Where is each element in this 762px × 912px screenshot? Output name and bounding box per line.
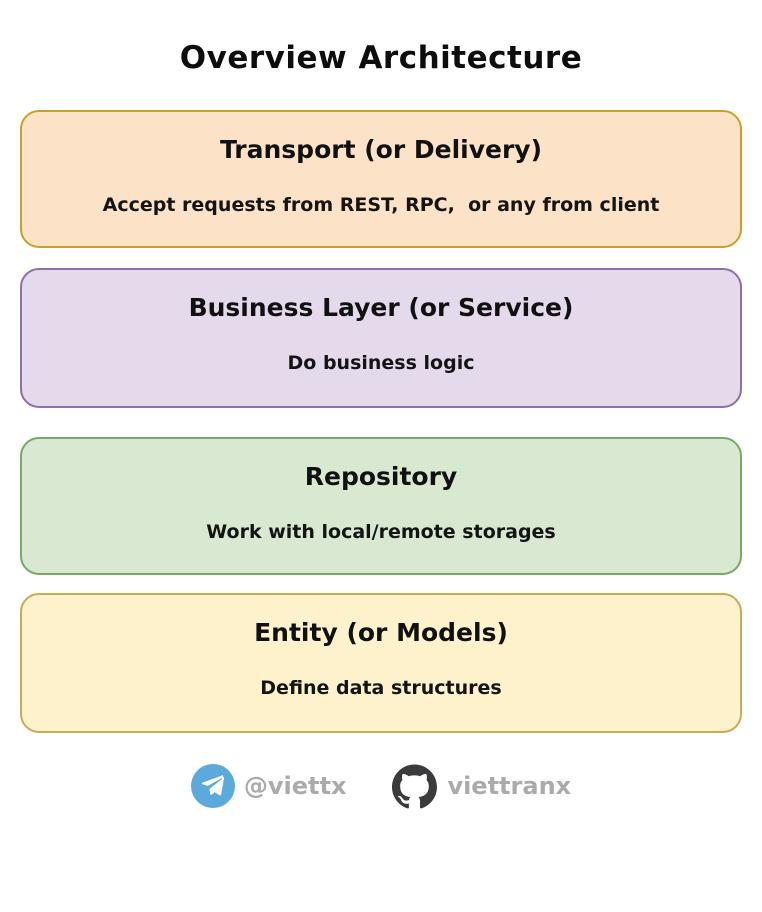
github-icon: [392, 764, 438, 809]
layer-box-business: Business Layer (or Service) Do business …: [20, 268, 742, 408]
layer-title-transport: Transport (or Delivery): [219, 135, 543, 164]
layer-title-business: Business Layer (or Service): [188, 293, 574, 322]
github-handle: viettranx: [447, 772, 572, 800]
layer-title-repository: Repository: [304, 462, 458, 491]
telegram-icon: [190, 764, 235, 808]
page-title: Overview Architecture: [179, 40, 583, 76]
layer-subtitle-business: Do business logic: [287, 352, 475, 374]
layer-title-entity: Entity (or Models): [254, 618, 508, 647]
layer-box-repository: Repository Work with local/remote storag…: [20, 437, 742, 575]
layer-subtitle-repository: Work with local/remote storages: [206, 521, 556, 543]
layer-subtitle-transport: Accept requests from REST, RPC, or any f…: [102, 194, 660, 216]
layer-box-entity: Entity (or Models) Define data structure…: [20, 593, 742, 733]
social-footer: @viettx viettranx: [0, 760, 762, 812]
layer-box-transport: Transport (or Delivery) Accept requests …: [20, 110, 742, 248]
layer-subtitle-entity: Define data structures: [260, 677, 502, 699]
telegram-handle: @viettx: [243, 772, 347, 800]
